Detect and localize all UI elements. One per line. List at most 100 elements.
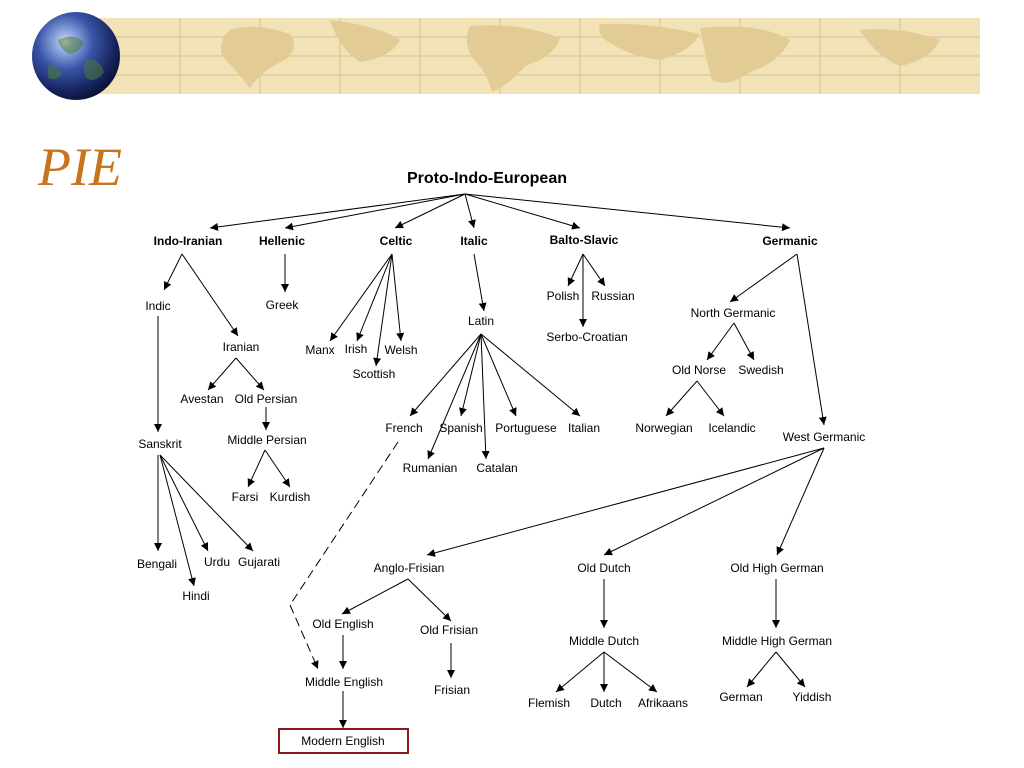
node-catalan: Catalan [476, 461, 517, 475]
node-modern-english: Modern English [301, 734, 384, 748]
branch-celtic: Celtic [380, 234, 413, 248]
edge-french-influence-dashed [289, 441, 399, 606]
node-scottish: Scottish [353, 367, 396, 381]
node-old-frisian: Old Frisian [420, 623, 478, 637]
edge-anglo-frisian-old-frisian [407, 578, 452, 622]
branch-hellenic: Hellenic [259, 234, 305, 248]
edge-italic-latin [473, 253, 487, 312]
node-old-persian: Old Persian [235, 392, 298, 406]
edge-west-germanic-anglo-frisian [426, 447, 825, 557]
node-indic: Indic [145, 299, 170, 313]
branch-indo-iranian: Indo-Iranian [154, 234, 223, 248]
edge-sanskrit-gujarati [159, 454, 254, 552]
edge-latin-portuguese [480, 333, 517, 417]
node-afrikaans: Afrikaans [638, 696, 688, 710]
root-node: Proto-Indo-European [407, 170, 567, 187]
node-old-norse: Old Norse [672, 363, 726, 377]
edge-germanic-west-germanic [796, 253, 827, 426]
branch-germanic: Germanic [762, 234, 818, 248]
branch-balto-slavic: Balto-Slavic [550, 233, 619, 247]
node-welsh: Welsh [384, 343, 417, 357]
node-yiddish: Yiddish [793, 690, 832, 704]
edge-root-balto-slavic [464, 193, 581, 230]
node-portuguese: Portuguese [495, 421, 557, 435]
node-dutch: Dutch [590, 696, 621, 710]
node-old-high-german: Old High German [730, 561, 823, 575]
node-serbo-croatian: Serbo-Croatian [546, 330, 627, 344]
node-avestan: Avestan [180, 392, 223, 406]
node-spanish: Spanish [439, 421, 482, 435]
edge-west-germanic-old-dutch [603, 447, 825, 556]
edge-root-celtic [394, 193, 466, 229]
branch-italic: Italic [460, 234, 488, 248]
edge-middle-high-german-german [746, 651, 777, 688]
node-polish: Polish [547, 289, 580, 303]
node-anglo-frisian: Anglo-Frisian [374, 561, 445, 575]
node-norwegian: Norwegian [635, 421, 692, 435]
globe-landmass [48, 36, 104, 80]
tree-edges [154, 193, 827, 728]
node-urdu: Urdu [204, 555, 230, 569]
node-old-english: Old English [312, 617, 373, 631]
language-nodes: Indic Iranian Avestan Old Persian Middle… [137, 289, 865, 754]
edge-celtic-manx [329, 253, 393, 342]
slide-title: PIE [38, 137, 122, 197]
edge-indo-iranian-iranian [181, 253, 239, 337]
edge-latin-italian [480, 333, 581, 417]
edge-latin-rumanian [427, 333, 482, 460]
edge-middle-dutch-flemish [555, 651, 605, 693]
map-continents [221, 20, 940, 93]
edge-indo-iranian-indic [163, 253, 183, 291]
node-french: French [385, 421, 422, 435]
node-italian: Italian [568, 421, 600, 435]
edge-west-germanic-old-high-german [776, 447, 825, 556]
edge-latin-spanish [459, 333, 482, 417]
modern-english-highlight-box [278, 728, 409, 754]
node-swedish: Swedish [738, 363, 783, 377]
node-irish: Irish [345, 342, 368, 356]
node-middle-english: Middle English [305, 675, 383, 689]
node-flemish: Flemish [528, 696, 570, 710]
branch-nodes: Indo-Iranian Hellenic Celtic Italic Balt… [154, 233, 818, 248]
edge-middle-persian-kurdish [264, 449, 291, 488]
node-west-germanic: West Germanic [783, 430, 865, 444]
edge-celtic-scottish [373, 253, 393, 367]
node-icelandic: Icelandic [708, 421, 755, 435]
node-iranian: Iranian [223, 340, 260, 354]
edge-sanskrit-urdu [159, 454, 209, 552]
node-old-dutch: Old Dutch [577, 561, 630, 575]
edge-latin-catalan [480, 333, 490, 460]
node-greek: Greek [266, 298, 300, 312]
node-sanskrit: Sanskrit [138, 437, 182, 451]
edge-sanskrit-hindi [159, 454, 196, 587]
edge-middle-high-german-yiddish [775, 651, 806, 688]
node-bengali: Bengali [137, 557, 177, 571]
node-rumanian: Rumanian [403, 461, 458, 475]
node-latin: Latin [468, 314, 494, 328]
edge-iranian-avestan [207, 357, 237, 391]
edge-celtic-irish [356, 253, 393, 342]
node-hindi: Hindi [182, 589, 209, 603]
node-russian: Russian [591, 289, 634, 303]
edge-north-germanic-swedish [733, 322, 755, 361]
edge-balto-slavic-russian [582, 253, 606, 287]
edge-root-italic [464, 193, 476, 229]
edge-old-norse-norwegian [665, 380, 698, 417]
node-frisian: Frisian [434, 683, 470, 697]
node-middle-persian: Middle Persian [227, 433, 306, 447]
edge-iranian-old-persian [235, 357, 265, 391]
node-north-germanic: North Germanic [691, 306, 776, 320]
edge-celtic-welsh [391, 253, 405, 342]
edge-root-germanic [464, 193, 791, 232]
edge-root-indo-iranian [209, 193, 466, 231]
edge-middle-dutch-afrikaans [603, 651, 658, 693]
edge-latin-french [409, 333, 482, 417]
edge-french-to-middle-english-dashed [289, 604, 319, 670]
slide-banner [32, 12, 980, 100]
edge-old-norse-icelandic [696, 380, 725, 417]
node-kurdish: Kurdish [270, 490, 311, 504]
edge-north-germanic-old-norse [706, 322, 735, 361]
edge-balto-slavic-polish [567, 253, 584, 287]
edge-anglo-frisian-old-english [341, 578, 409, 615]
